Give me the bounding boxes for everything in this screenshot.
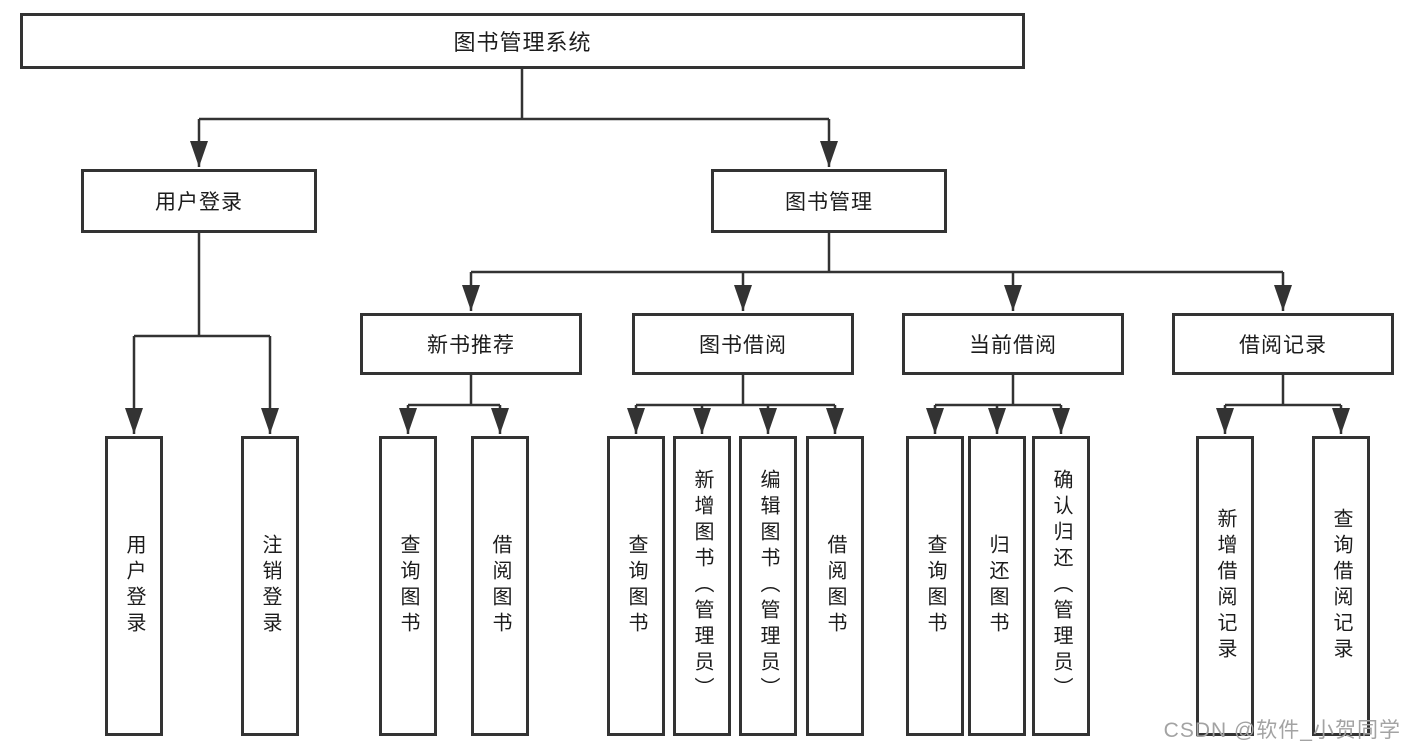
- node-user-login: 用户登录: [81, 169, 317, 233]
- node-book-management: 图书管理: [711, 169, 947, 233]
- leaf-query-book-borrowing: 查询图书: [607, 436, 665, 736]
- leaf-add-book-admin: 新增图书（管理员）: [673, 436, 731, 736]
- leaf-borrow-book-borrowing: 借阅图书: [806, 436, 864, 736]
- leaf-user-login: 用户登录: [105, 436, 163, 736]
- leaf-logout: 注销登录: [241, 436, 299, 736]
- leaf-edit-book-admin: 编辑图书（管理员）: [739, 436, 797, 736]
- node-book-borrowing: 图书借阅: [632, 313, 854, 375]
- leaf-confirm-return-admin: 确认归还（管理员）: [1032, 436, 1090, 736]
- node-borrowing-records: 借阅记录: [1172, 313, 1394, 375]
- leaf-borrow-book-recommend: 借阅图书: [471, 436, 529, 736]
- leaf-return-book: 归还图书: [968, 436, 1026, 736]
- leaf-query-book-recommend: 查询图书: [379, 436, 437, 736]
- node-library-management-system: 图书管理系统: [20, 13, 1025, 69]
- leaf-query-book-current: 查询图书: [906, 436, 964, 736]
- node-current-borrowing: 当前借阅: [902, 313, 1124, 375]
- connector-rails: [134, 69, 1341, 407]
- leaf-query-borrow-record: 查询借阅记录: [1312, 436, 1370, 736]
- csdn-watermark: CSDN @软件_小贺同学: [1163, 719, 1401, 742]
- leaf-add-borrow-record: 新增借阅记录: [1196, 436, 1254, 736]
- node-new-book-recommend: 新书推荐: [360, 313, 582, 375]
